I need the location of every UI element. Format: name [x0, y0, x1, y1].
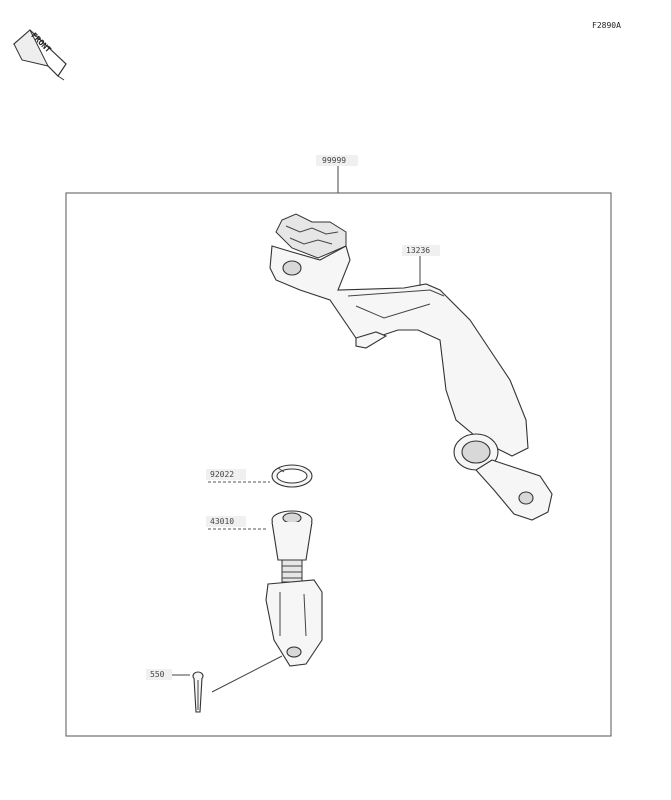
cotter-pin — [192, 655, 283, 713]
part-label-550: 550 — [146, 669, 190, 680]
front-arrow-icon: FRONT — [13, 29, 67, 81]
part-code-92022: 92022 — [210, 470, 234, 479]
retaining-ring — [271, 464, 313, 488]
part-label-13236: 13236 — [402, 245, 440, 286]
part-code-99999: 99999 — [322, 156, 346, 165]
part-code-550: 550 — [150, 670, 165, 679]
part-code-13236: 13236 — [406, 246, 430, 255]
part-label-43010: 43010 — [206, 516, 268, 530]
brake-pedal — [269, 213, 553, 521]
part-label-92022: 92022 — [206, 469, 270, 483]
part-label-99999: 99999 — [316, 155, 358, 193]
part-code-43010: 43010 — [210, 517, 234, 526]
clevis-assembly — [265, 510, 323, 667]
figure-id: F2890A — [592, 21, 621, 30]
assembly-frame — [65, 192, 612, 737]
